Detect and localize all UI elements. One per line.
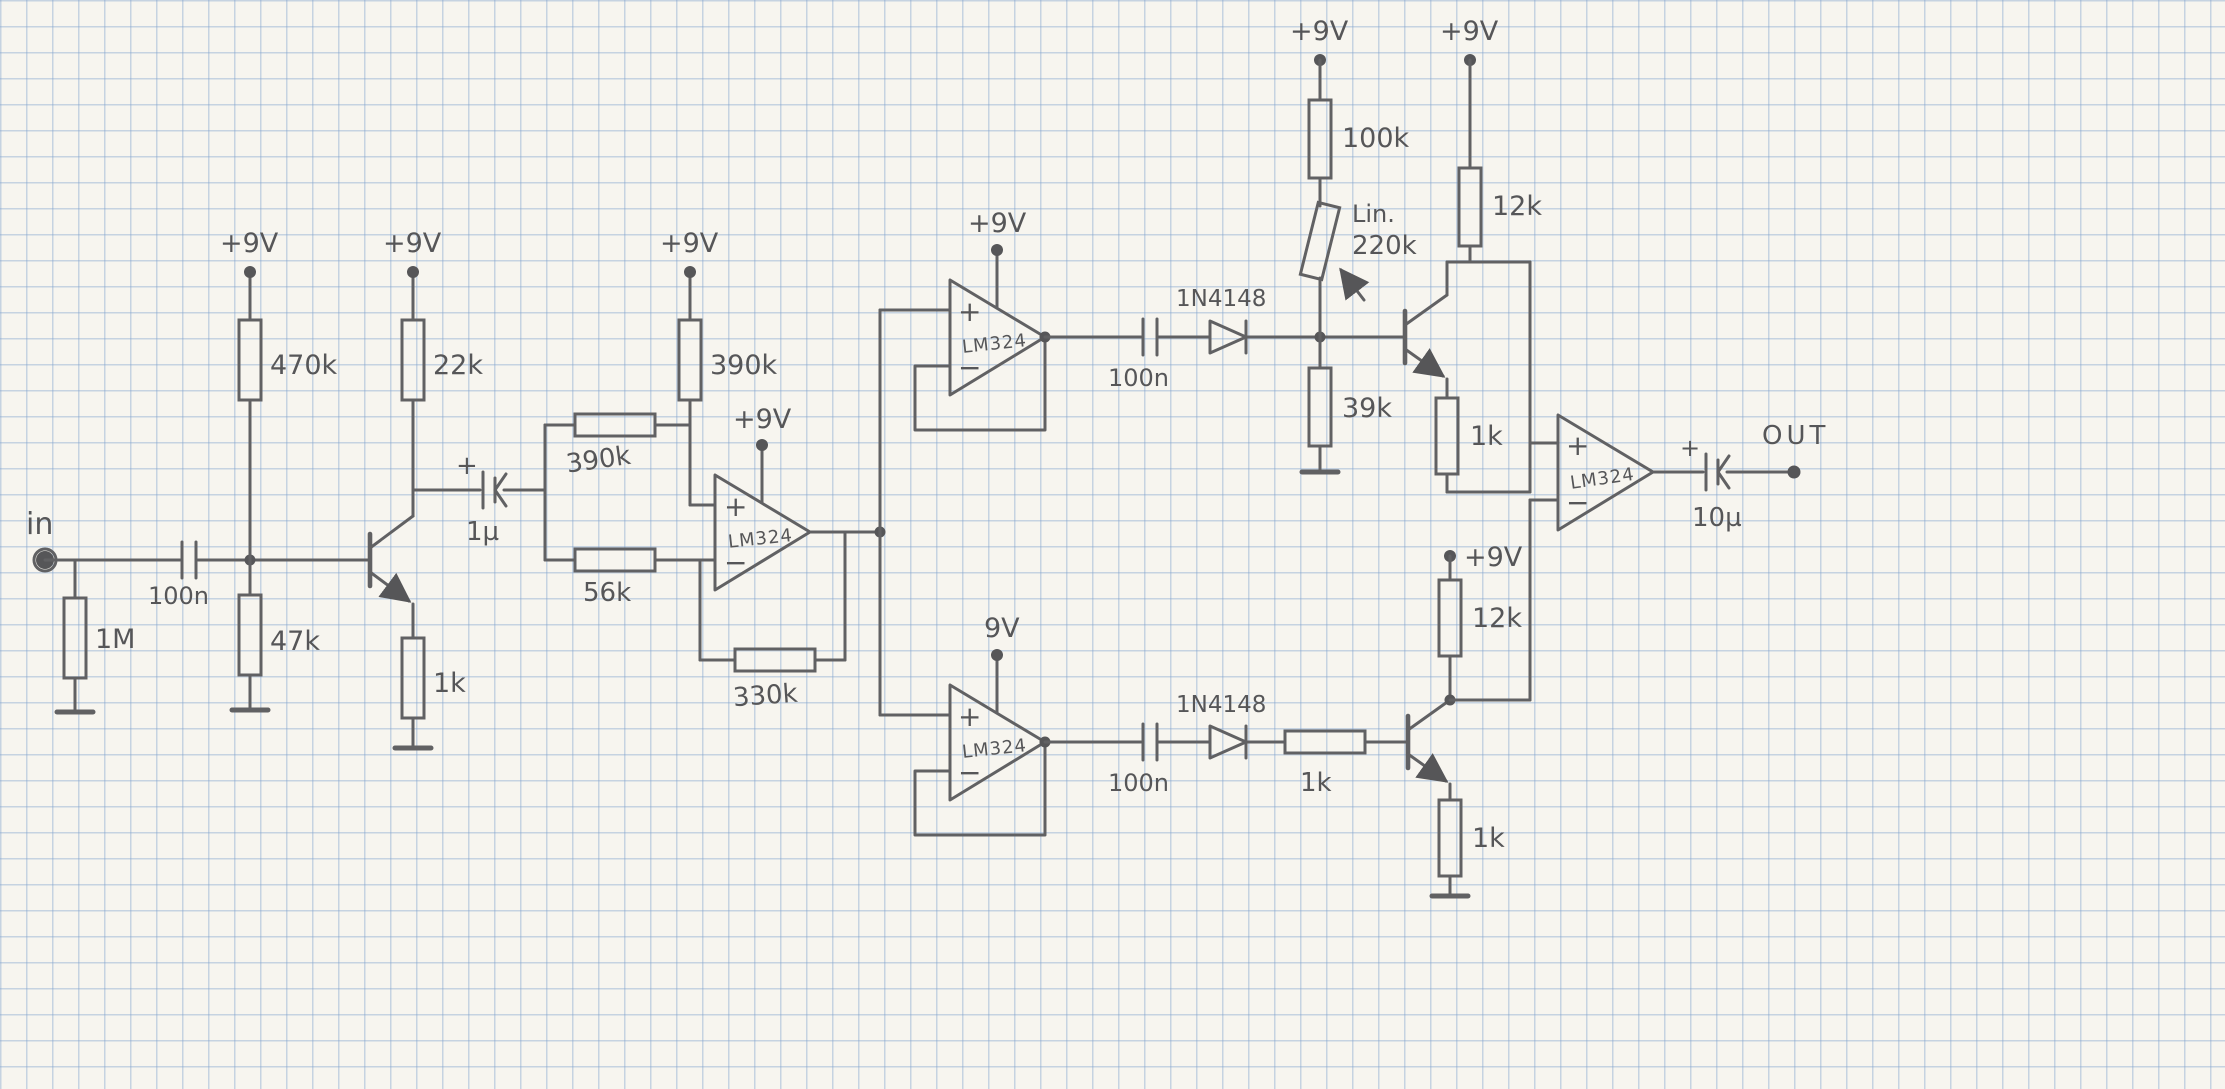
resistor-q1-collector-22k: +9V 22k [383,228,483,492]
opamp-minus: − [958,756,981,789]
lower-output-wiring [1448,498,1560,702]
resistor-bias-upper-470k: +9V 470k [220,228,338,562]
resistor-label: 47k [270,626,320,657]
opamp-u4: + − LM324 [1556,413,1655,532]
transistor-q1 [367,514,415,603]
emitter-arrow [368,570,412,603]
capacitor-upper-100n: 100n [1108,317,1169,392]
resistor-q2-emitter-1k: 1k [1434,377,1503,494]
opamp-minus: − [1566,486,1589,519]
polarity-plus: + [1680,434,1700,462]
resistor-envelope-100k: +9V 100k [1290,16,1410,208]
wiper-arrow [1339,267,1370,302]
capacitor-label: 1µ [466,517,499,547]
resistor-label: 330k [732,679,799,713]
transistor-q3 [1405,698,1452,783]
feedback-loop-u3 [913,740,1047,837]
resistor-label: 39k [1342,393,1392,424]
opamp-u2: +9V + − LM324 [948,208,1047,397]
supply-label: +9V [660,228,719,259]
resistor-q1-emitter-1k: 1k [392,602,466,751]
resistor-envelope-39k: 39k [1299,335,1392,475]
feedback-loop-u2 [913,335,1047,432]
resistor-label: 1M [95,624,135,655]
capacitor-label: 10µ [1692,503,1742,533]
opamp-minus: − [724,546,747,579]
supply-label: +9V [1440,16,1499,47]
resistor-label: 100k [1342,123,1410,154]
supply-label: +9V [1464,542,1523,573]
input-terminal-label: in [26,507,53,542]
opamp-u3: 9V + − LM324 [948,613,1047,802]
resistor-label: 390k [710,350,778,381]
supply-dot [407,266,419,278]
capacitor-label: 100n [148,582,209,610]
resistor-label: 12k [1472,603,1522,634]
pot-value-label: 220k [1352,231,1417,261]
capacitor-lower-100n: 100n [1108,722,1169,797]
resistor-bias-lower-47k: 47k [229,558,320,713]
diode-lower-1n4148: 1N4148 [1176,692,1266,760]
capacitor-label: 100n [1108,364,1169,392]
resistor-q3-base-1k: 1k [1283,729,1367,798]
opamp-plus: + [1566,429,1589,462]
capacitor-label: 100n [1108,769,1169,797]
opamp-plus: + [958,700,981,733]
resistor-label: 1k [433,668,466,699]
resistor-fb-lower-330k: 330k [698,530,847,713]
output-terminal: OUT [1762,421,1829,479]
diode-label: 1N4148 [1176,286,1266,312]
supply-label: +9V [1290,16,1349,47]
resistor-label: 1k [1300,768,1332,798]
supply-label: +9V [383,228,442,259]
capacitor-input-100n: 100n [148,540,209,610]
opamp-plus: + [724,490,747,523]
polarity-plus: + [456,451,478,481]
opamp-u1: +9V + − LM324 [713,404,812,592]
potentiometer-220k: Lin. 220k [1298,200,1417,339]
resistor-label: 1k [1470,421,1503,452]
resistor-label: 1k [1472,823,1505,854]
output-terminal-label: OUT [1762,421,1829,451]
transistor-q2 [1402,293,1449,378]
supply-dot [756,439,768,451]
resistor-pullup-390k: +9V 390k [660,228,778,427]
resistor-q3-emitter-1k: 1k [1429,782,1505,899]
diode-label: 1N4148 [1176,692,1266,718]
resistor-label: 390k [564,441,632,480]
resistor-label: 470k [270,350,338,381]
resistor-label: 22k [433,350,483,381]
diode-upper-1n4148: 1N4148 [1176,286,1266,355]
opamp-minus: − [958,351,981,384]
supply-dot [684,266,696,278]
resistor-q3-collector-12k: +9V 12k [1437,542,1523,702]
opamp-plus: + [958,295,981,328]
supply-label: +9V [968,208,1027,239]
upper-output-wiring [1445,260,1560,494]
emitter-arrow [1406,752,1449,783]
resistor-q2-collector-12k: +9V 12k [1440,16,1542,264]
capacitor-interstage-1u: + 1µ [456,451,508,547]
supply-dot [244,266,256,278]
resistor-label: 56k [583,578,631,608]
resistor-fb-upper-390k: 390k [564,412,657,480]
resistor-label: 12k [1492,191,1542,222]
resistor-input-shunt-1m: 1M [54,558,135,715]
resistor-inverting-56k: 56k [573,547,657,608]
supply-label: +9V [733,404,792,435]
supply-dot [991,244,1003,256]
emitter-arrow [1403,347,1446,378]
pot-taper-label: Lin. [1352,200,1395,228]
supply-label: +9V [220,228,279,259]
supply-dot [991,649,1003,661]
supply-label: 9V [984,613,1020,644]
capacitor-output-10u: + 10µ [1680,434,1742,533]
